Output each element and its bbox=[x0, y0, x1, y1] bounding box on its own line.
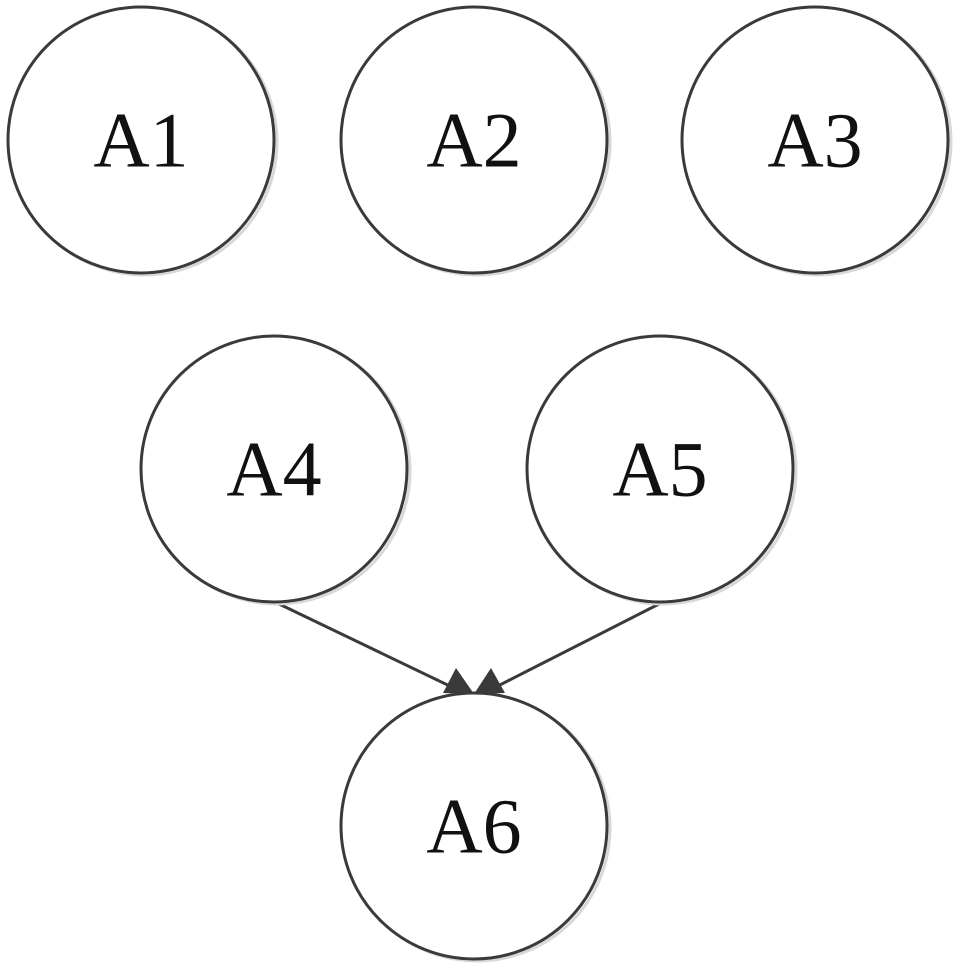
node-a5-circle[interactable] bbox=[525, 334, 795, 604]
node-a6-circle[interactable] bbox=[339, 691, 609, 961]
edge-a5-to-a6 bbox=[474, 601, 662, 694]
node-a2[interactable]: A2 bbox=[339, 5, 612, 277]
edge-a5-a6-line bbox=[489, 601, 662, 692]
node-a6-label: A6 bbox=[426, 783, 521, 870]
node-a5[interactable]: A5 bbox=[525, 334, 798, 606]
node-a4-label: A4 bbox=[226, 426, 321, 513]
node-a3-label: A3 bbox=[767, 97, 862, 184]
edge-a4-a6-arrowhead bbox=[443, 668, 474, 694]
node-a2-label: A2 bbox=[426, 97, 521, 184]
node-a1[interactable]: A1 bbox=[6, 5, 279, 277]
edge-a4-to-a6 bbox=[276, 601, 474, 694]
edges bbox=[276, 601, 662, 694]
node-a4[interactable]: A4 bbox=[139, 334, 412, 606]
node-a1-circle[interactable] bbox=[6, 5, 276, 275]
node-a6[interactable]: A6 bbox=[339, 691, 612, 963]
node-a4-circle[interactable] bbox=[139, 334, 409, 604]
node-a3-circle[interactable] bbox=[680, 5, 950, 275]
node-a3[interactable]: A3 bbox=[680, 5, 953, 277]
node-a5-label: A5 bbox=[612, 426, 707, 513]
edge-a4-a6-line bbox=[276, 601, 459, 692]
node-a1-label: A1 bbox=[93, 97, 188, 184]
node-a2-circle[interactable] bbox=[339, 5, 609, 275]
edge-a5-a6-arrowhead bbox=[474, 668, 505, 694]
